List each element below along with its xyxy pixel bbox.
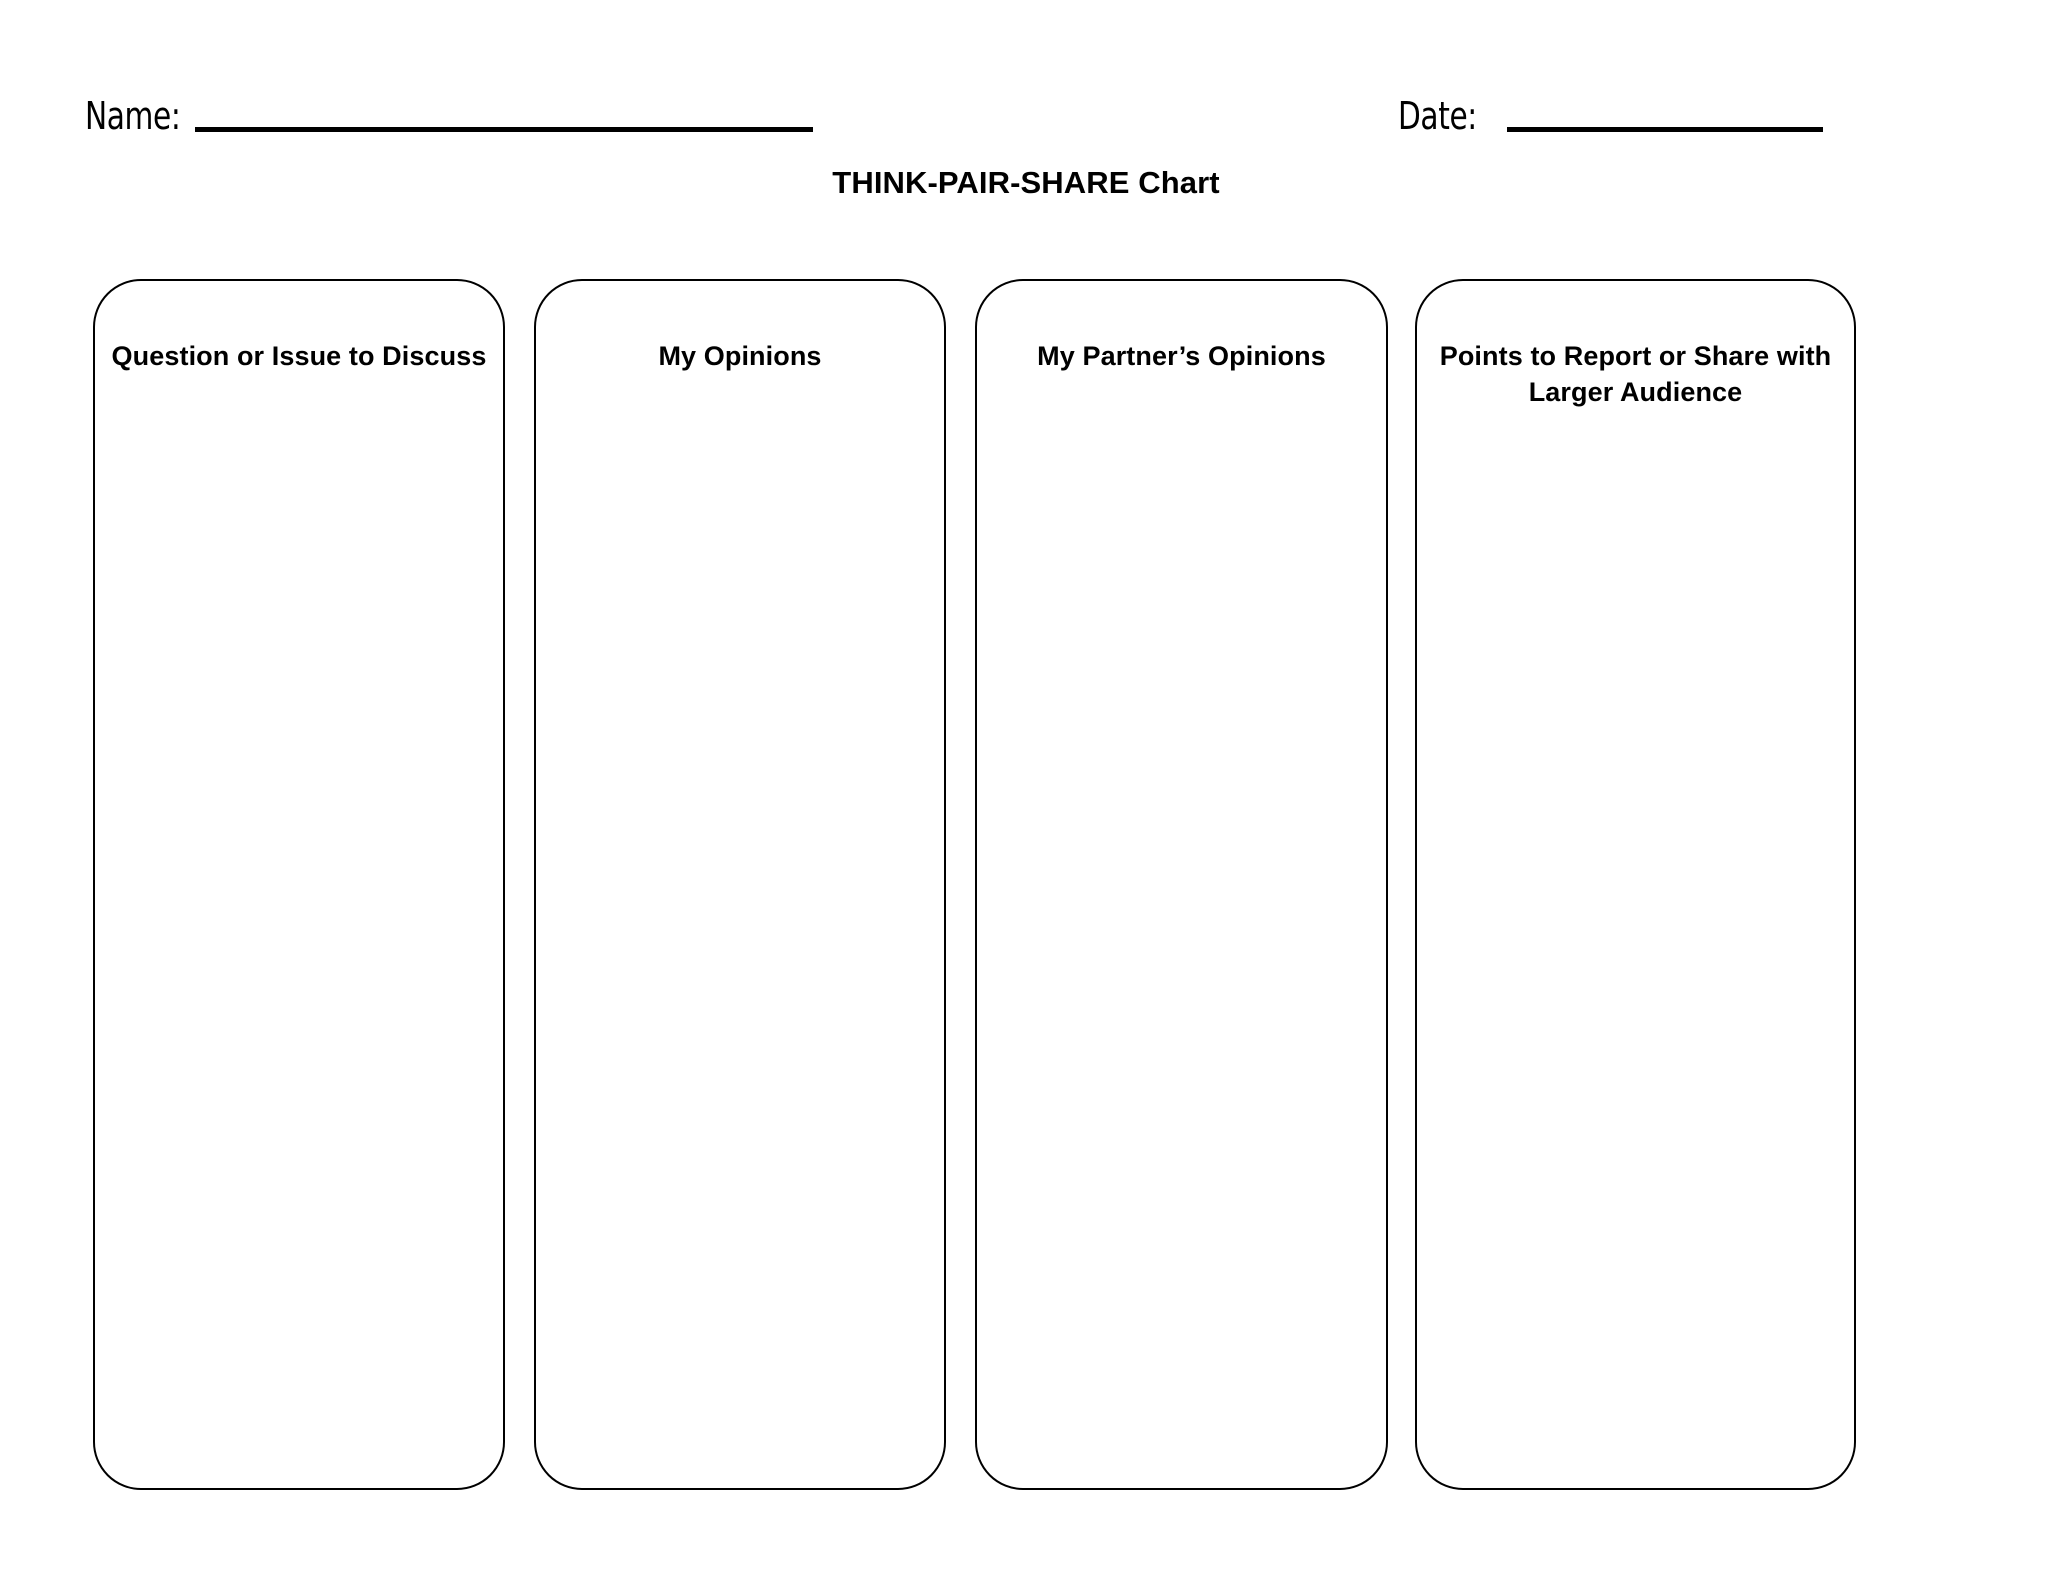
date-field[interactable]: Date: [1398,94,1824,138]
column-header-points-to-report-or-share: Points to Report or Share with Larger Au… [1439,341,1832,407]
date-label: Date: [1398,94,1477,138]
column-body-my-partners-opinions[interactable] [991,461,1372,1468]
column-question-or-issue-to-discuss[interactable]: Question or Issue to Discuss [93,279,505,1490]
page-title: THINK-PAIR-SHARE Chart [0,165,2048,201]
column-body-points-to-report-or-share[interactable] [1431,461,1840,1468]
column-body-my-opinions[interactable] [550,461,930,1468]
column-my-opinions[interactable]: My Opinions [534,279,946,1490]
chart-columns: Question or Issue to Discuss My Opinions… [93,279,1856,1490]
column-header-question-or-issue-to-discuss: Question or Issue to Discuss [111,341,487,371]
name-write-in-line[interactable] [195,127,814,132]
date-write-in-line[interactable] [1507,127,1824,132]
name-label: Name: [85,94,181,138]
column-points-to-report-or-share[interactable]: Points to Report or Share with Larger Au… [1415,279,1856,1490]
column-header-my-partners-opinions: My Partner’s Opinions [1037,341,1326,371]
column-header-my-opinions: My Opinions [658,341,822,371]
page-title-text: THINK-PAIR-SHARE Chart [832,165,1220,200]
column-my-partners-opinions[interactable]: My Partner’s Opinions [975,279,1388,1490]
column-body-question-or-issue-to-discuss[interactable] [109,461,489,1468]
name-field[interactable]: Name: [85,94,814,138]
